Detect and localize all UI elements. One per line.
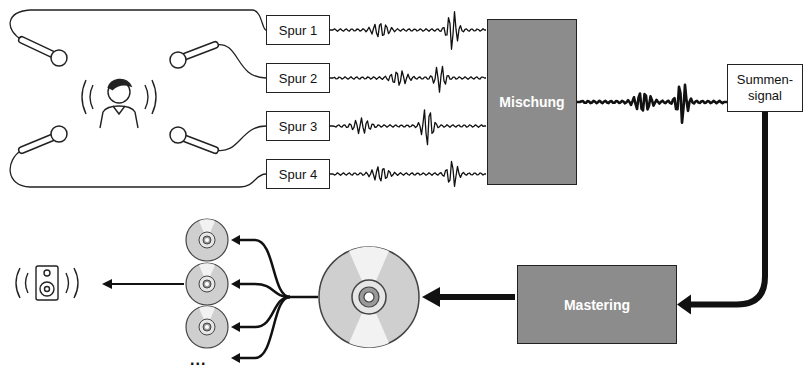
box-label: Spur 3 [279, 119, 317, 134]
track-box: Spur 3 [266, 111, 330, 141]
play-arrow [102, 279, 184, 289]
mixer-box: Mischung [487, 19, 577, 185]
connector [330, 110, 486, 145]
box-label: Summen- signal [732, 72, 798, 103]
box-label: Spur 1 [279, 23, 317, 38]
singer [82, 79, 156, 128]
ellipsis-label: ... [190, 351, 206, 369]
microphones [22, 40, 215, 150]
box-label: Spur 4 [279, 167, 317, 182]
box-label: Spur 2 [279, 71, 317, 86]
speaker [16, 266, 78, 300]
connector [577, 85, 727, 123]
connector [330, 12, 486, 50]
mic-wires [10, 10, 266, 187]
arrowheads [231, 235, 240, 363]
connector [677, 112, 765, 315]
track-box: Spur 4 [266, 159, 330, 189]
copy-cds [186, 219, 228, 348]
copy-arrows [238, 240, 318, 358]
connector [330, 66, 486, 92]
track-box: Spur 2 [266, 63, 330, 93]
connector [330, 161, 486, 186]
thick-arrow [422, 287, 515, 307]
box-label: Mastering [564, 297, 630, 313]
track-box: Spur 1 [266, 15, 330, 45]
master-cd [319, 247, 419, 347]
sum-signal-box: Summen- signal [727, 64, 803, 112]
box-label: Mischung [499, 94, 564, 110]
mastering-box: Mastering [517, 265, 677, 344]
